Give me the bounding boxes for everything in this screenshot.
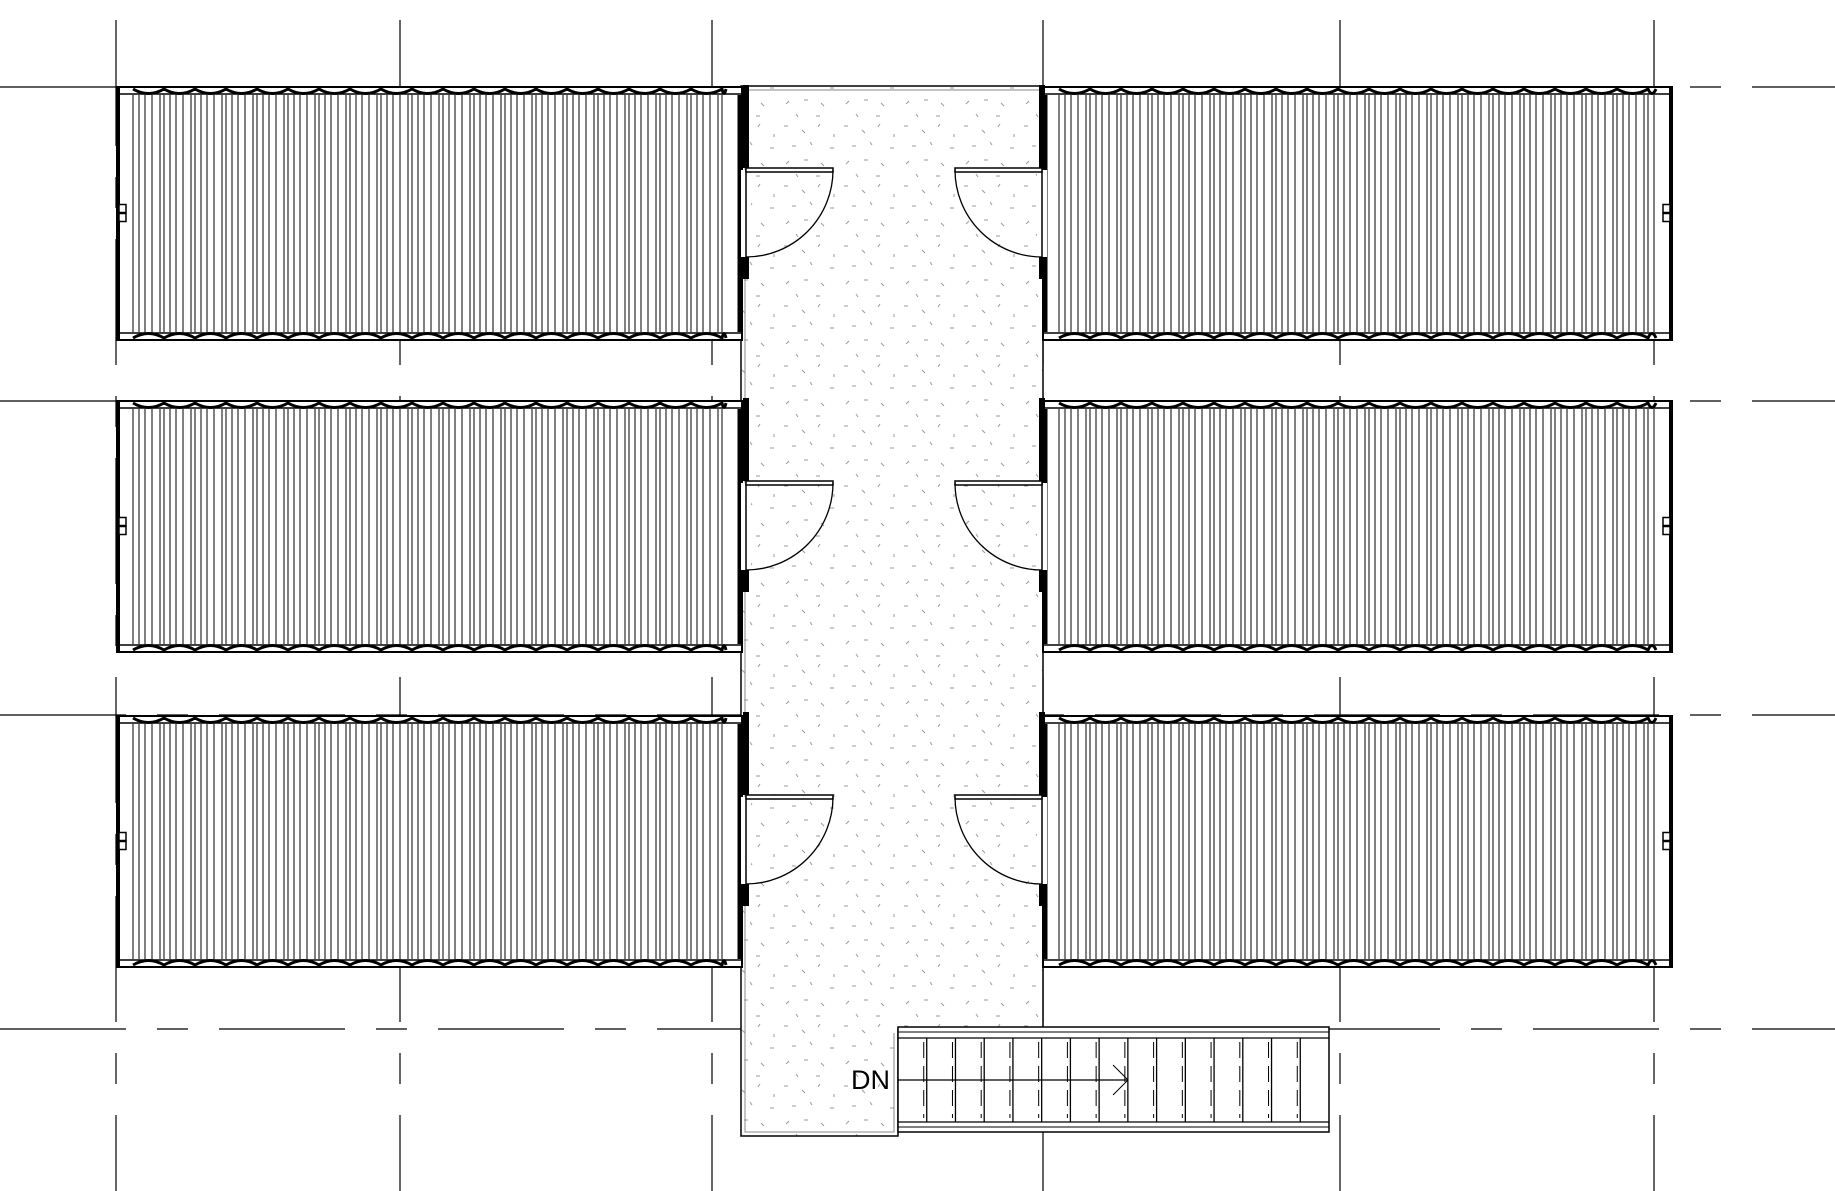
door-middle-right: [954, 398, 1047, 592]
stair: [897, 1026, 1330, 1133]
shipping-containers: [116, 86, 1673, 968]
container-bottom-right: [1042, 715, 1673, 968]
container-middle-left: [116, 400, 743, 653]
door-bottom-left: [741, 712, 834, 906]
container-bottom-left: [116, 715, 743, 968]
stair-down-label: DN: [851, 1065, 890, 1095]
doors: [741, 85, 1047, 906]
door-top-right: [954, 85, 1047, 279]
corridor: [740, 85, 1044, 1137]
door-bottom-right: [954, 712, 1047, 906]
container-top-right: [1042, 86, 1673, 341]
container-middle-right: [1042, 400, 1673, 653]
container-top-left: [116, 86, 743, 341]
door-top-left: [741, 85, 834, 279]
door-middle-left: [741, 398, 834, 592]
